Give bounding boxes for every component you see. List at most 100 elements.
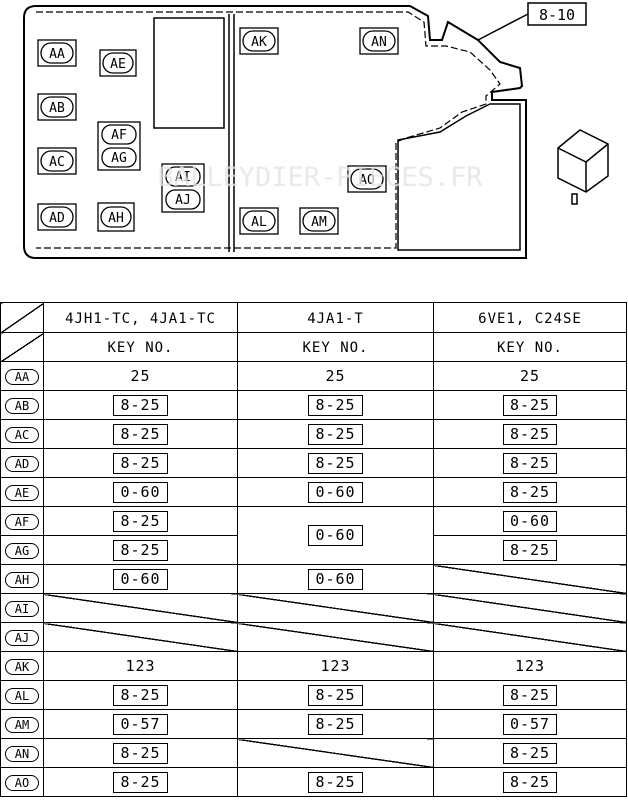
svg-text:AG: AG: [111, 151, 127, 166]
key-number-cell: 8-25: [433, 477, 627, 507]
slot-AB: AB: [37, 93, 77, 121]
row-id-cell: AK: [0, 651, 44, 681]
relay-compartment: [397, 103, 521, 251]
row-id-cell: AE: [0, 477, 44, 507]
key-number-cell: 8-25: [43, 767, 238, 797]
not-applicable-cell: [237, 738, 434, 768]
row-id-cell: AD: [0, 448, 44, 478]
row-id-badge: AE: [5, 485, 39, 501]
boxed-key-number: 8-25: [502, 452, 558, 474]
row-id-cell: AH: [0, 564, 44, 594]
row-id-badge: AC: [5, 427, 39, 443]
key-number-cell: 8-25: [43, 506, 238, 536]
key-number-cell: 8-25: [433, 767, 627, 797]
key-number-cell: 123: [43, 651, 238, 681]
key-number-cell: 8-25: [237, 390, 434, 420]
watermark: BALLEYDIER-PIECES.FR: [157, 162, 483, 193]
row-id-badge: AD: [5, 456, 39, 472]
key-number: 123: [514, 657, 546, 675]
boxed-key-number: 8-25: [308, 771, 363, 793]
row-id-cell: AL: [0, 680, 44, 710]
slot-AF: AF: [97, 121, 141, 171]
boxed-key-number: 0-60: [308, 568, 363, 590]
svg-text:AM: AM: [311, 215, 327, 230]
subheader-2: KEY NO.: [237, 332, 434, 362]
fuse-box-inner-edge: [36, 11, 501, 249]
svg-text:AA: AA: [49, 47, 65, 62]
boxed-key-number: 0-60: [308, 525, 363, 546]
boxed-key-number: 8-25: [502, 481, 558, 503]
key-number: 123: [125, 657, 156, 675]
key-number-table: 4JH1-TC, 4JA1-TC 4JA1-T 6VE1, C24SE KEY …: [0, 302, 627, 797]
svg-text:AF: AF: [111, 128, 127, 143]
svg-text:AD: AD: [49, 211, 65, 226]
corner-cell: [0, 332, 44, 362]
key-number-cell: 0-60: [237, 506, 434, 565]
boxed-key-number: 8-25: [113, 452, 168, 474]
corner-cell: [0, 302, 44, 333]
row-id-badge: AF: [5, 514, 39, 530]
slot-AH: AH: [97, 202, 135, 232]
row-id-badge: AL: [5, 688, 39, 704]
boxed-key-number: 8-25: [113, 510, 168, 532]
key-number-cell: 8-25: [433, 448, 627, 478]
svg-text:AL: AL: [251, 215, 267, 230]
key-number-cell: 8-25: [433, 738, 627, 768]
key-number-cell: 8-25: [237, 419, 434, 449]
row-id-cell: AA: [0, 361, 44, 391]
table-row: AJ: [0, 622, 627, 652]
boxed-key-number: 8-25: [113, 423, 168, 445]
boxed-key-number: 0-57: [113, 713, 168, 735]
not-applicable-cell: [433, 564, 627, 594]
boxed-key-number: 8-25: [502, 539, 558, 561]
boxed-key-number: 8-25: [308, 394, 363, 416]
slot-AJ: AJ: [165, 189, 201, 210]
key-number-cell: 0-60: [237, 564, 434, 594]
svg-text:AH: AH: [108, 211, 124, 226]
slot-AA: AA: [37, 39, 77, 67]
row-id-badge: AK: [5, 659, 39, 675]
row-id-cell: AO: [0, 767, 44, 797]
boxed-key-number: 8-25: [502, 684, 558, 706]
boxed-key-number: 0-60: [308, 481, 363, 503]
key-number-cell: 8-25: [433, 390, 627, 420]
svg-text:AC: AC: [49, 155, 65, 170]
key-number-cell: 8-25: [43, 419, 238, 449]
key-number-cell: 8-25: [237, 767, 434, 797]
key-number-cell: 0-60: [43, 564, 238, 594]
slot-AK: AK: [239, 27, 279, 55]
boxed-key-number: 8-25: [308, 452, 363, 474]
key-number-cell: 0-57: [433, 709, 627, 739]
key-number-cell: 8-25: [43, 448, 238, 478]
subheader-1: KEY NO.: [43, 332, 238, 362]
not-applicable-cell: [433, 593, 627, 623]
row-id-badge: AI: [5, 601, 39, 617]
slot-AD: AD: [37, 203, 77, 231]
boxed-key-number: 8-25: [113, 742, 168, 764]
key-number-cell: 8-25: [433, 680, 627, 710]
boxed-key-number: 8-25: [308, 684, 363, 706]
svg-text:AN: AN: [371, 35, 387, 50]
key-number-cell: 123: [237, 651, 434, 681]
row-id-cell: AC: [0, 419, 44, 449]
slot-AC: AC: [37, 147, 77, 175]
row-id-badge: AN: [5, 746, 39, 762]
key-number-cell: 8-25: [43, 535, 238, 565]
column-header-2: 4JA1-T: [237, 302, 434, 333]
boxed-key-number: 8-25: [502, 423, 558, 445]
boxed-key-number: 8-25: [308, 423, 363, 445]
not-applicable-cell: [433, 622, 627, 652]
boxed-key-number: 8-25: [113, 539, 168, 561]
table-row: AK 123 123 123: [0, 651, 627, 681]
key-number: 25: [325, 367, 346, 385]
key-number-cell: 8-25: [433, 419, 627, 449]
reference-leader: [477, 13, 529, 41]
slot-AM: AM: [299, 207, 339, 235]
key-number-cell: 25: [433, 361, 627, 391]
